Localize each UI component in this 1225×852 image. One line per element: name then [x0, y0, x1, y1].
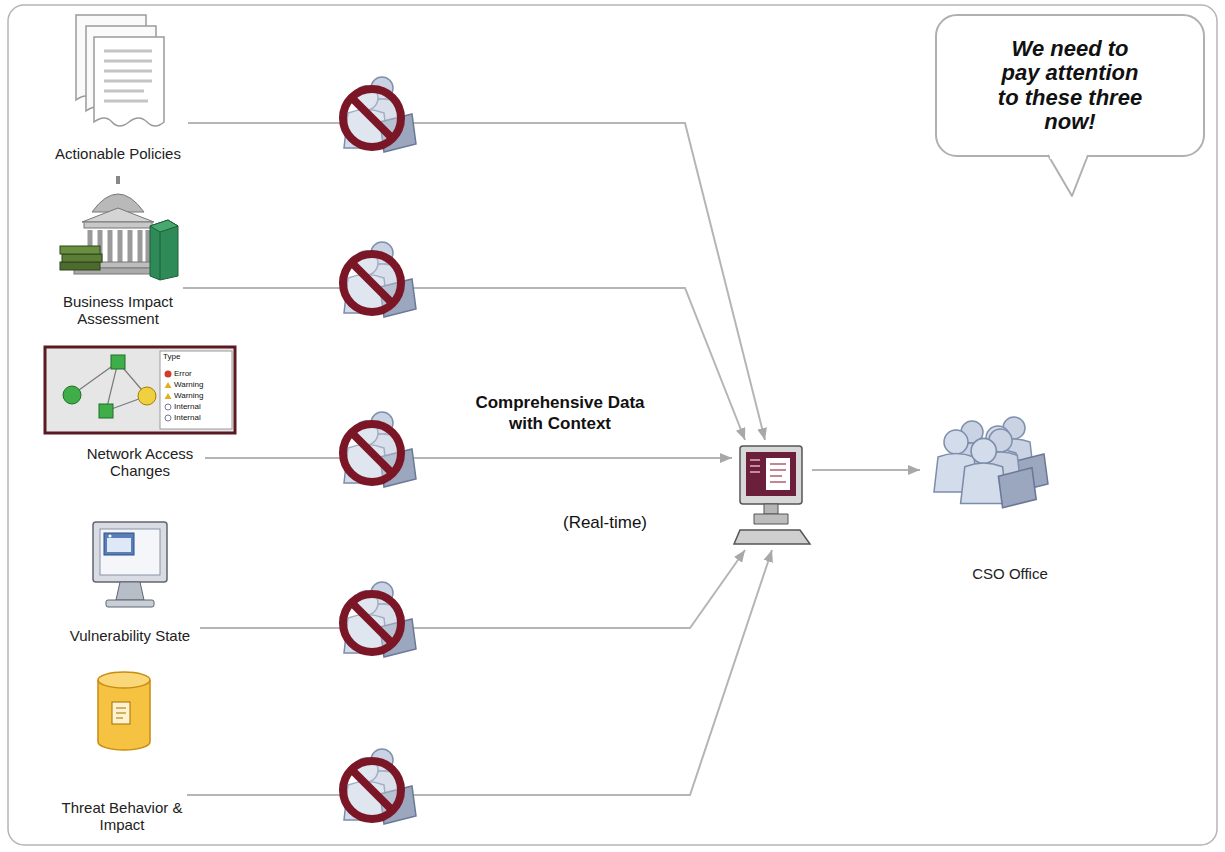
- computer-icon: [754, 514, 788, 524]
- threat-database-icon: [98, 680, 150, 750]
- source-icon-box: Threat Behavior & Impact: [57, 665, 187, 834]
- cso-people-icon: [961, 429, 1037, 508]
- computer-icon: [764, 504, 778, 514]
- computer-icon: [746, 452, 796, 496]
- blocked-person-icon: [343, 582, 416, 657]
- network-screenshot: [165, 404, 171, 410]
- server-box: [150, 220, 178, 280]
- node-label: Network Access Changes: [75, 445, 205, 480]
- threat-database-icon: [112, 702, 130, 724]
- vulnerability-monitor-icon: [116, 582, 144, 600]
- flow-arrow: [200, 550, 745, 628]
- policy-sheets-icon: [104, 51, 152, 101]
- policy-sheets-icon: [76, 15, 164, 126]
- screenshot-text: Internal: [174, 413, 230, 423]
- speech-bubble: We need to pay attention to these three …: [935, 14, 1205, 157]
- server-box: [150, 220, 178, 232]
- computer-icon: [734, 530, 810, 544]
- source-icon-box: Business Impact Assessment: [53, 175, 183, 328]
- server-box: [150, 220, 178, 280]
- computer-icon: [770, 464, 786, 482]
- blocked-person-icon: [343, 77, 416, 152]
- screenshot-text: Error: [174, 369, 230, 379]
- blocked-person-icon: [343, 749, 416, 824]
- network-screenshot: [165, 393, 172, 399]
- screenshot-text: Warning: [174, 380, 230, 390]
- server-box: [160, 232, 161, 280]
- node-label: Actionable Policies: [48, 145, 188, 162]
- screenshot-text: Type: [163, 352, 229, 362]
- computer-icon: [740, 446, 802, 504]
- flow-arrow: [812, 469, 920, 471]
- blocked-person-icon: [343, 412, 416, 487]
- flow-arrow: [183, 288, 745, 440]
- network-screenshot: [45, 347, 235, 433]
- network-screenshot: [165, 371, 172, 378]
- threat-database-icon: [98, 672, 150, 750]
- policy-sheets-icon: [94, 37, 164, 126]
- source-icon-box: Vulnerability State: [60, 515, 200, 644]
- cso-group-box: CSO Office: [920, 415, 1100, 582]
- blocked-person-icon: [343, 77, 416, 824]
- node-label: Business Impact Assessment: [53, 293, 183, 328]
- network-screenshot: [99, 404, 113, 418]
- cso-people-icon: [934, 417, 1048, 508]
- computer-icon: [734, 446, 810, 544]
- vulnerability-monitor-icon: [104, 533, 134, 555]
- flow-arrow: [187, 550, 772, 795]
- money-stack: [60, 246, 102, 270]
- policy-sheets-icon: [94, 37, 164, 126]
- flow-arrow: [188, 123, 765, 440]
- speech-bubble-tail: [1048, 155, 1088, 196]
- computer-icon: [750, 460, 760, 472]
- source-icon-box: Network Access Changes: [75, 345, 205, 480]
- flow-arrow: [205, 457, 732, 459]
- computer-icon: [766, 458, 790, 490]
- threat-database-icon: [116, 708, 126, 718]
- screenshot-text: Internal: [174, 402, 230, 412]
- money-stack: [60, 262, 100, 270]
- source-icon-box: Actionable Policies: [48, 12, 188, 162]
- building-icon: [116, 176, 120, 184]
- vulnerability-monitor-icon: [93, 522, 167, 607]
- blocked-person-icon: [343, 242, 416, 317]
- network-screenshot: [45, 347, 235, 433]
- bubble-text: We need to pay attention to these three …: [990, 37, 1150, 134]
- vulnerability-monitor-icon: [106, 600, 154, 607]
- screenshot-text: Warning: [174, 391, 230, 401]
- flow-label: Comprehensive Data with Context: [465, 392, 655, 435]
- node-label: Threat Behavior & Impact: [57, 799, 187, 834]
- node-label: Vulnerability State: [60, 627, 200, 644]
- computer-box: [732, 440, 812, 550]
- network-screenshot: [160, 351, 232, 429]
- flow-note: (Real-time): [535, 513, 675, 533]
- network-screenshot: [138, 387, 156, 405]
- vulnerability-monitor-icon: [100, 529, 160, 575]
- frame-border: [8, 5, 1217, 845]
- network-screenshot: [165, 382, 172, 388]
- building-icon: [84, 222, 152, 228]
- money-stack: [60, 246, 100, 254]
- building-icon: [82, 208, 154, 222]
- building-icon: [60, 176, 178, 280]
- vulnerability-monitor-icon: [107, 538, 131, 552]
- vulnerability-monitor-icon: [109, 535, 112, 538]
- network-screenshot: [63, 386, 81, 404]
- network-screenshot: [165, 415, 171, 421]
- node-label: CSO Office: [920, 565, 1100, 582]
- vulnerability-monitor-icon: [93, 522, 167, 582]
- threat-database-icon: [98, 672, 150, 688]
- money-stack: [62, 254, 102, 262]
- network-screenshot: [111, 355, 125, 369]
